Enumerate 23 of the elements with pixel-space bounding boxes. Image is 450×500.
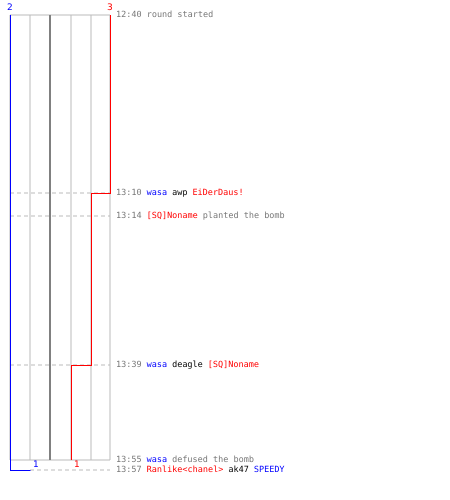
player-name: Ranlike<chanel>	[146, 464, 224, 476]
player-name: SPEEDY	[254, 464, 285, 476]
event-time: 13:39	[116, 359, 142, 371]
player-count: 2	[7, 3, 13, 13]
player-count: 1	[74, 460, 80, 470]
player-count: 3	[107, 3, 113, 13]
weapon-name: ak47	[228, 464, 249, 476]
player-count: 1	[33, 460, 39, 470]
event-text: 12:40 round started	[116, 9, 214, 21]
event-time: 13:14	[116, 210, 142, 222]
event-time: 13:10	[116, 187, 142, 199]
player-name: [SQ]Noname	[146, 210, 198, 222]
event-text: planted the bomb	[202, 210, 285, 222]
player-name: wasa	[146, 454, 168, 466]
event-time: 13:57	[116, 464, 142, 476]
weapon-name: awp	[172, 187, 188, 199]
event-time: 13:55	[116, 454, 142, 466]
weapon-name: deagle	[172, 359, 203, 371]
player-name: EiDerDaus!	[192, 187, 244, 199]
player-name: wasa	[146, 187, 168, 199]
player-name: [SQ]Noname	[208, 359, 259, 371]
event-text: defused the bomb	[172, 454, 254, 466]
player-name: wasa	[146, 359, 168, 371]
